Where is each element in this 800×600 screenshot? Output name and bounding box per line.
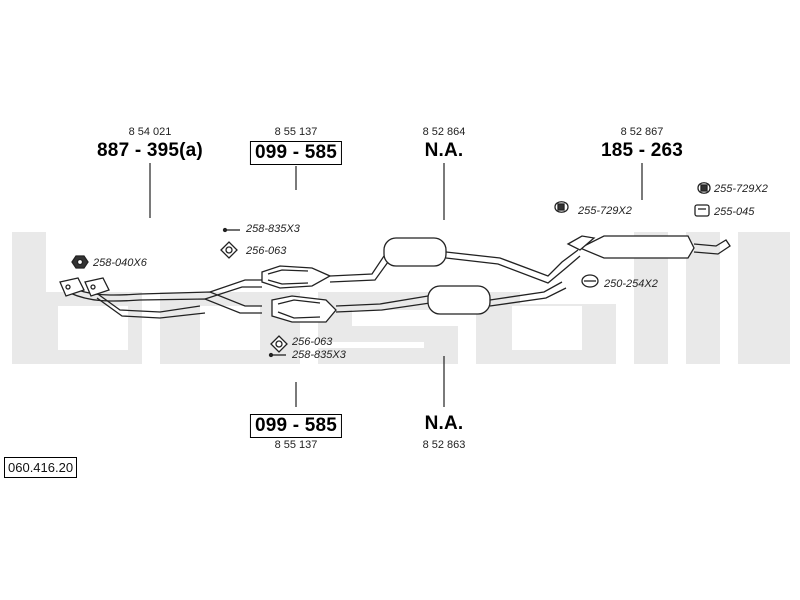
- part-label-bolt-upper: 258-835X3: [246, 223, 300, 235]
- exhaust-system: [59, 182, 731, 358]
- catalyst-lower-part-number: 099 - 585: [249, 414, 343, 438]
- middle-muffler-upper-part-number: N.A.: [424, 140, 464, 161]
- nut-icon: [71, 255, 89, 269]
- clamp-icon: [554, 201, 569, 213]
- middle-muffler-upper-ref: 8 52 864: [422, 126, 466, 138]
- rear-muffler: [578, 235, 695, 259]
- front-pipe-part-number: 887 - 395(a): [97, 140, 203, 161]
- part-label-gasket-lower: 256-063: [292, 336, 333, 348]
- part-label-clamp-ring: 250-254X2: [604, 278, 658, 290]
- rear-muffler-ref: 8 52 867: [620, 126, 664, 138]
- rubber-mount-icon: [694, 204, 710, 217]
- middle-muffler-upper: [383, 237, 447, 267]
- bolt-icon: [222, 227, 240, 233]
- middle-muffler-lower-part-number: N.A.: [424, 413, 464, 434]
- clamp-icon: [697, 182, 711, 194]
- part-label-bolt-lower: 258-835X3: [292, 349, 346, 361]
- middle-muffler-lower-ref: 8 52 863: [422, 439, 466, 451]
- gasket-icon: [270, 335, 288, 353]
- part-label-nut: 258-040X6: [93, 257, 147, 269]
- diagram-id-label: 060.416.20: [4, 457, 78, 478]
- leader-lines: [149, 163, 643, 407]
- watermark-cutouts: [58, 292, 616, 350]
- part-label-gasket-upper: 256-063: [246, 245, 287, 257]
- catalyst-lower-ref: 8 55 137: [274, 439, 318, 451]
- rear-muffler-part-number: 185 - 263: [600, 140, 684, 161]
- front-pipe-ref: 8 54 021: [128, 126, 172, 138]
- part-label-clamp-right: 255-729X2: [714, 183, 768, 195]
- catalyst-upper-part-number: 099 - 585: [249, 141, 343, 165]
- clamp-ring-icon: [581, 274, 599, 288]
- middle-muffler-lower: [427, 285, 491, 315]
- bolt-icon: [268, 352, 286, 358]
- gasket-icon: [220, 241, 238, 259]
- catalyst-upper-ref: 8 55 137: [274, 126, 318, 138]
- part-label-rubber-mount: 255-045: [714, 206, 755, 218]
- part-label-clamp-left: 255-729X2: [578, 205, 632, 217]
- catalytic-converter-upper: [261, 265, 332, 289]
